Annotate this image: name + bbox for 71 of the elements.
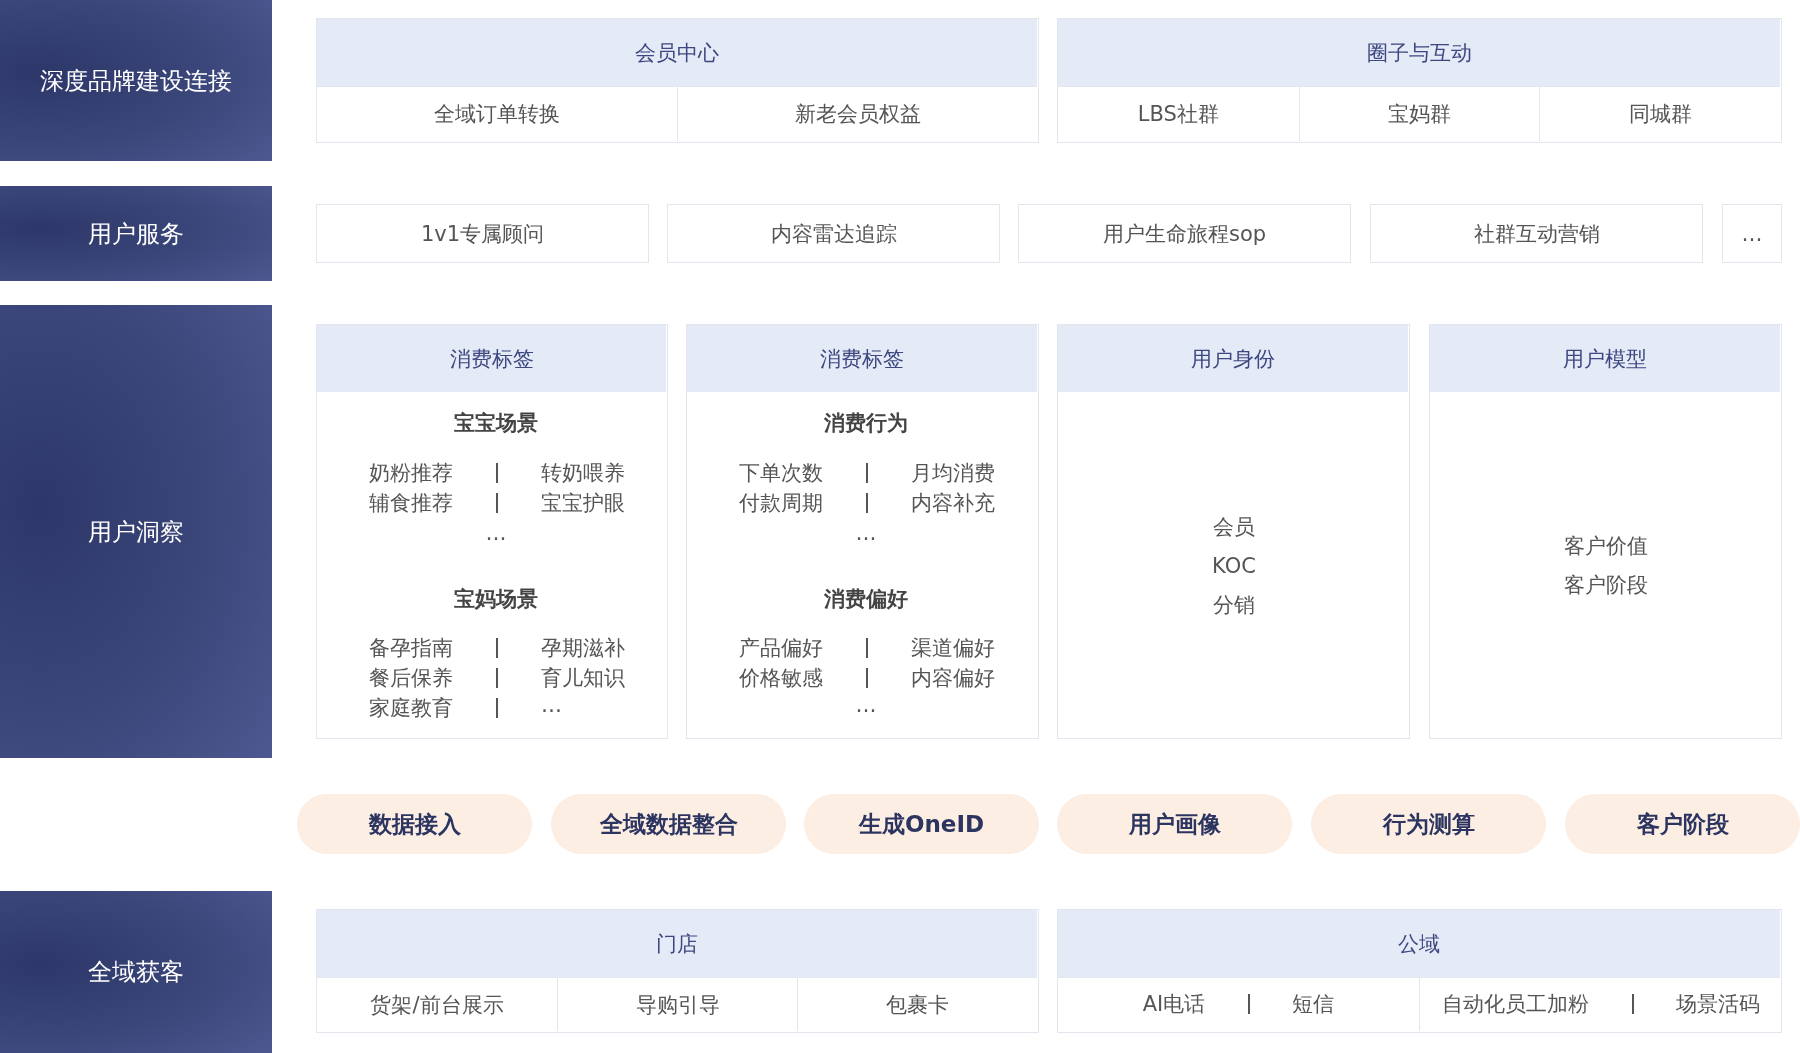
group-box — [316, 18, 1039, 143]
step-pill: 生成OneID — [804, 794, 1039, 854]
tag-text: 备孕指南 — [369, 635, 453, 662]
ellipsis: … — [855, 692, 877, 719]
subheading: 宝宝场景 — [454, 410, 538, 437]
section-band: 全域获客 — [0, 891, 272, 1053]
subheading: 消费偏好 — [824, 586, 908, 613]
tag-text: 下单次数 — [739, 460, 823, 487]
tag-text: 奶粉推荐 — [369, 460, 453, 487]
category-panel — [1429, 324, 1782, 739]
panel-header: 消费标签 — [317, 325, 666, 392]
tag-text: KOC — [1212, 553, 1256, 580]
tag-text: AI电话 — [1142, 991, 1206, 1019]
service-box: 1v1专属顾问 — [316, 204, 649, 263]
panel-header: 用户模型 — [1430, 325, 1780, 392]
tag-cell — [1419, 977, 1780, 1031]
service-box: 用户生命旅程sop — [1018, 204, 1351, 263]
section-band: 用户洞察 — [0, 305, 272, 758]
tag-text: 短信 — [1292, 991, 1334, 1019]
ellipsis: … — [855, 520, 877, 547]
ellipsis: … — [485, 520, 507, 547]
tag-text: 辅食推荐 — [369, 490, 453, 517]
tag-text: 餐后保养 — [369, 665, 453, 692]
group-box — [1057, 909, 1782, 1033]
section-band: 深度品牌建设连接 — [0, 0, 272, 161]
service-box: 社群互动营销 — [1370, 204, 1703, 263]
tag-text: 价格敏感 — [739, 665, 823, 692]
tag-text: 场景活码 — [1676, 991, 1760, 1019]
tag-cell: 导购引导 — [557, 977, 797, 1031]
group-header: 会员中心 — [317, 19, 1037, 86]
tag-text: 会员 — [1213, 514, 1255, 541]
tag-text: 付款周期 — [739, 490, 823, 517]
tag-text: 转奶喂养 — [541, 460, 625, 487]
ellipsis: … — [541, 692, 562, 719]
group-header: 圈子与互动 — [1058, 19, 1780, 86]
service-box: … — [1722, 204, 1782, 263]
service-box: 内容雷达追踪 — [667, 204, 1000, 263]
step-pill: 用户画像 — [1057, 794, 1292, 854]
group-box — [1057, 18, 1782, 143]
section-band: 用户服务 — [0, 186, 272, 281]
subheading: 消费行为 — [824, 410, 908, 437]
group-header: 门店 — [317, 910, 1037, 977]
category-panel — [316, 324, 668, 739]
tag-text: 分销 — [1213, 592, 1255, 619]
tag-text: 内容偏好 — [911, 665, 995, 692]
step-pill: 行为测算 — [1311, 794, 1546, 854]
group-header: 公域 — [1058, 910, 1780, 977]
category-panel — [1057, 324, 1410, 739]
tag-text: 客户价值 — [1564, 533, 1648, 560]
tag-text: 宝宝护眼 — [541, 490, 625, 517]
tag-cell: 同城群 — [1539, 86, 1780, 141]
category-panel — [686, 324, 1039, 739]
tag-text: 自动化员工加粉 — [1441, 991, 1589, 1019]
tag-text: 客户阶段 — [1564, 572, 1648, 599]
panel-header: 消费标签 — [687, 325, 1037, 392]
tag-text: 育儿知识 — [541, 665, 625, 692]
step-pill: 数据接入 — [297, 794, 532, 854]
tag-text: 产品偏好 — [739, 635, 823, 662]
tag-text: 孕期滋补 — [541, 635, 625, 662]
step-pill: 客户阶段 — [1565, 794, 1800, 854]
tag-text: 内容补充 — [911, 490, 995, 517]
tag-text: 渠道偏好 — [911, 635, 995, 662]
group-box — [316, 909, 1039, 1033]
tag-text: 家庭教育 — [369, 695, 453, 722]
tag-cell: 宝妈群 — [1298, 86, 1540, 141]
subheading: 宝妈场景 — [454, 586, 538, 613]
tag-text: 月均消费 — [911, 460, 995, 487]
tag-cell: 包裹卡 — [797, 977, 1037, 1031]
step-pill: 全域数据整合 — [551, 794, 786, 854]
tag-cell: 新老会员权益 — [677, 86, 1037, 141]
panel-header: 用户身份 — [1058, 325, 1408, 392]
